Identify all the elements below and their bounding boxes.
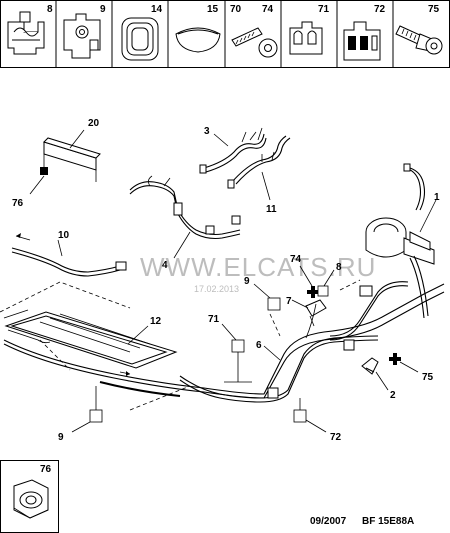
callout-8: 8 xyxy=(336,262,342,273)
callout-6: 6 xyxy=(256,340,262,351)
callout-20: 20 xyxy=(88,118,100,129)
multi-clip-part-72-icon[interactable] xyxy=(343,21,381,61)
part-8-marker xyxy=(317,285,329,297)
inset-part-76[interactable] xyxy=(0,460,59,533)
callout-3: 3 xyxy=(204,126,210,137)
nut-part-74-icon[interactable] xyxy=(258,38,278,58)
hose-part-11[interactable] xyxy=(227,135,291,189)
part-75-marker xyxy=(389,353,401,365)
header-label-14: 14 xyxy=(151,4,163,15)
clip-part-8-icon[interactable] xyxy=(7,11,45,55)
fuel-lines[interactable] xyxy=(3,281,445,403)
double-clip-part-71-icon[interactable] xyxy=(289,21,323,55)
callout-12: 12 xyxy=(150,316,162,327)
callout-10: 10 xyxy=(58,230,70,241)
part-74-marker xyxy=(307,286,319,298)
part-71-marker xyxy=(231,339,245,353)
watermark-text: WWW.ELCATS.RU xyxy=(140,252,376,282)
part-9-marker-bottom xyxy=(89,409,103,423)
callout-76: 76 xyxy=(12,198,24,209)
header-label-72: 72 xyxy=(374,4,386,15)
grommet-part-14-icon[interactable] xyxy=(121,17,159,61)
callout-9-bottom: 9 xyxy=(58,432,64,443)
callout-4: 4 xyxy=(162,260,168,271)
part-9-marker-top xyxy=(267,297,281,311)
callout-7: 7 xyxy=(286,296,292,307)
callout-9-top: 9 xyxy=(244,276,250,287)
canister-part-1[interactable] xyxy=(365,163,435,319)
header-label-9: 9 xyxy=(100,4,106,15)
footer-reference: BF 15E88A xyxy=(362,516,414,527)
callout-11: 11 xyxy=(266,204,277,215)
inset-label-76: 76 xyxy=(40,464,52,475)
part-72-marker xyxy=(293,409,307,423)
callout-75: 75 xyxy=(422,372,434,383)
watermark-date: 17.02.2013 xyxy=(194,284,239,294)
callout-74: 74 xyxy=(290,254,302,265)
channel-part-12[interactable] xyxy=(3,309,178,369)
callout-72: 72 xyxy=(330,432,342,443)
header-label-74: 74 xyxy=(262,4,274,15)
callout-2: 2 xyxy=(390,390,396,401)
header-label-15: 15 xyxy=(207,4,219,15)
callout-71: 71 xyxy=(208,314,220,325)
hose-part-10[interactable] xyxy=(11,233,127,277)
header-label-70: 70 xyxy=(230,4,242,15)
header-label-71: 71 xyxy=(318,4,330,15)
screw-part-70-icon[interactable] xyxy=(231,27,263,47)
callout-1: 1 xyxy=(434,192,440,203)
hose-part-4[interactable] xyxy=(129,175,241,240)
footer-date: 09/2007 xyxy=(310,516,347,527)
clip-part-7[interactable] xyxy=(305,299,327,327)
part-76-marker xyxy=(40,167,48,175)
header-label-8: 8 xyxy=(47,4,53,15)
bolt-part-75-icon[interactable] xyxy=(395,25,443,55)
header-parts-strip: 8 9 14 15 70 74 xyxy=(0,0,450,68)
bracket-part-20[interactable] xyxy=(43,137,101,182)
bracket-clip-part-9-icon[interactable] xyxy=(63,13,101,59)
hose-part-3[interactable] xyxy=(199,127,267,174)
clip-part-2[interactable] xyxy=(361,357,379,375)
header-label-75: 75 xyxy=(428,4,440,15)
plug-part-15-icon[interactable] xyxy=(175,27,221,53)
